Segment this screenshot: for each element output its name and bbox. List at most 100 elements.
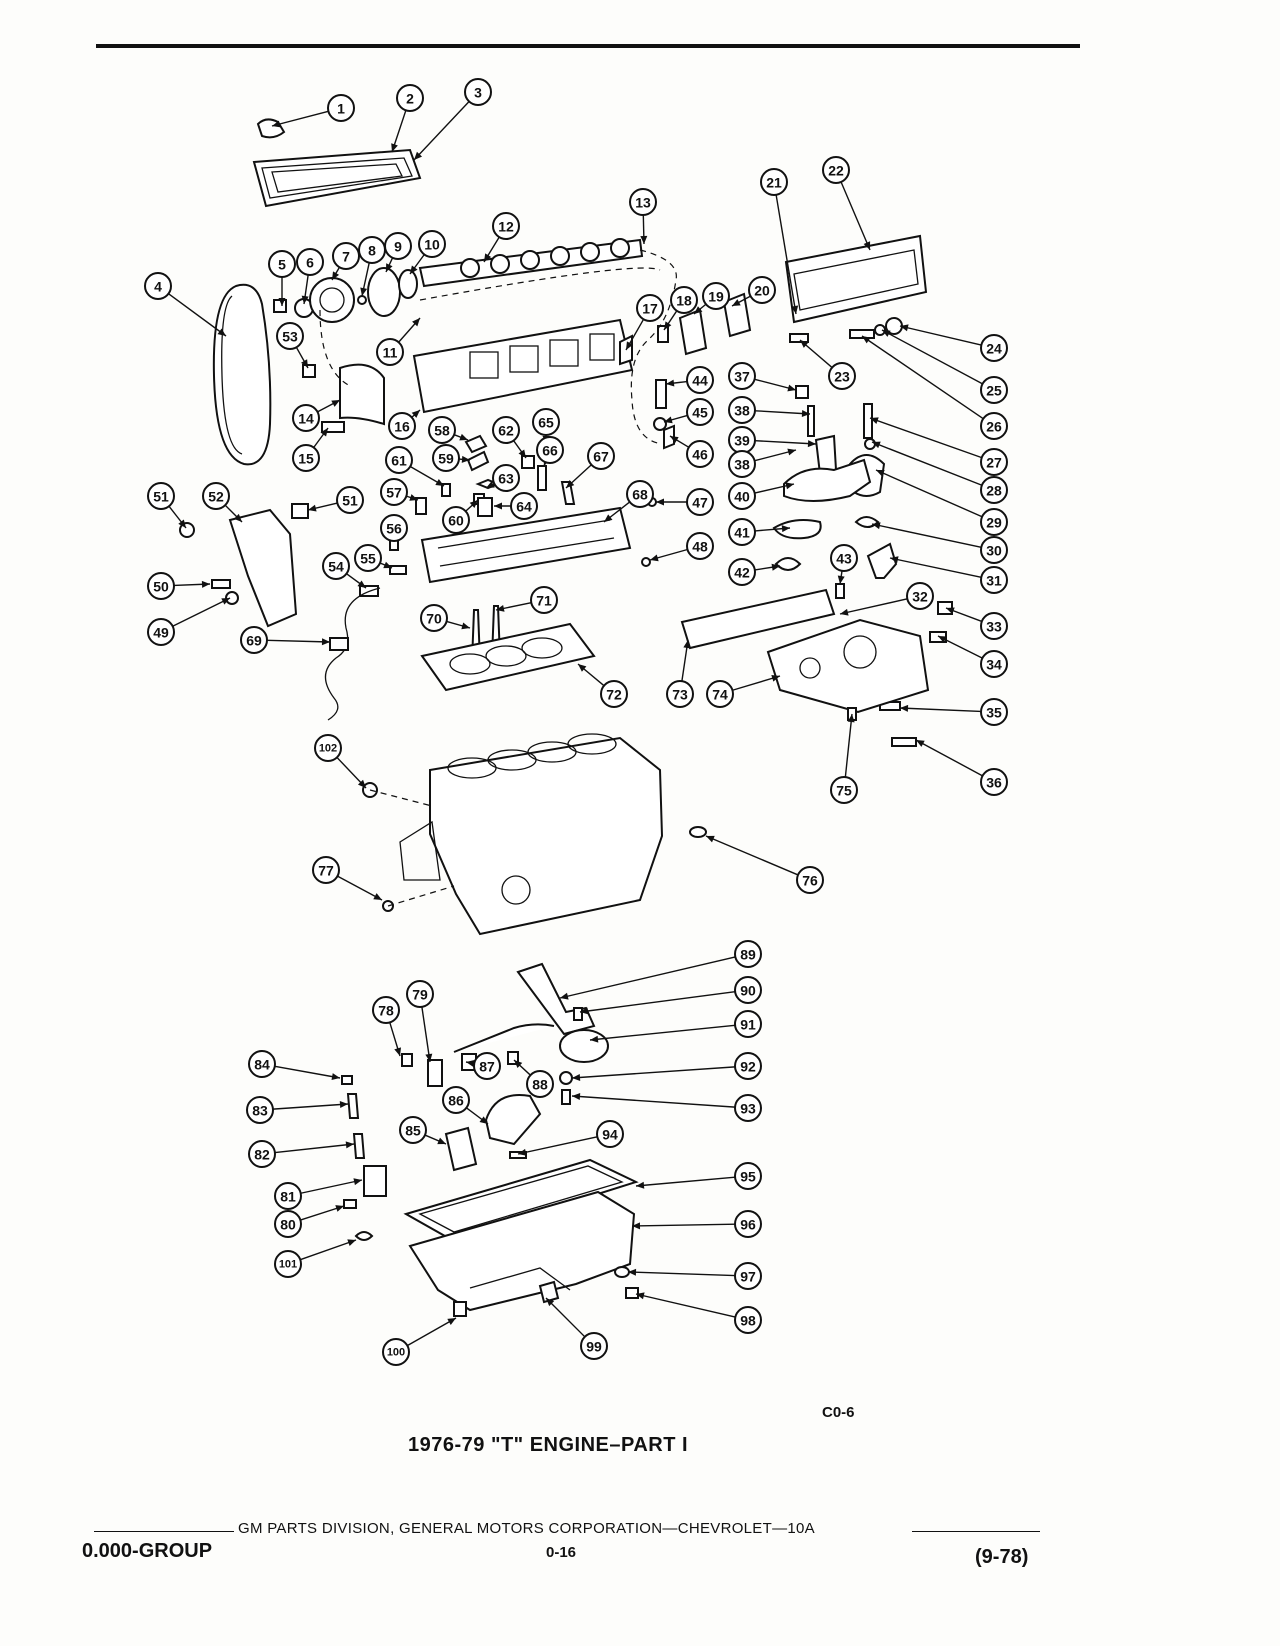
callout-circle: [536, 436, 564, 464]
callout-number: 38: [734, 457, 750, 473]
callout-number: 23: [834, 369, 850, 385]
part-valve-31: [866, 542, 898, 579]
callout-circle: [734, 1052, 762, 1080]
callout-circle: [822, 156, 850, 184]
leader-line-24: [899, 325, 982, 346]
part-stud-26: [849, 329, 875, 339]
callout-64: 64: [510, 492, 538, 520]
leader-arrow-46: [670, 436, 679, 444]
callout-number: 19: [708, 289, 724, 305]
callout-circle: [629, 188, 657, 216]
callout-number: 37: [734, 369, 750, 385]
callout-circle: [596, 1120, 624, 1148]
leader-arrow-82: [345, 1141, 354, 1149]
leader-arrow-49: [221, 598, 230, 605]
leader-arrow-9: [386, 263, 393, 272]
callout-circle: [830, 776, 858, 804]
callout-circle: [686, 398, 714, 426]
callout-circle: [626, 480, 654, 508]
leader-arrow-60: [469, 500, 478, 508]
callout-circle: [734, 976, 762, 1004]
leader-arrow-20: [732, 299, 741, 306]
callout-71: 71: [530, 586, 558, 614]
callout-101: 101: [274, 1250, 302, 1278]
leader-arrow-61: [435, 478, 444, 486]
callout-circle: [428, 416, 456, 444]
callout-circle: [380, 478, 408, 506]
callout-number: 13: [635, 195, 651, 211]
callout-83: 83: [246, 1096, 274, 1124]
leader-line-36: [915, 739, 983, 777]
callout-35: 35: [980, 698, 1008, 726]
part-bolt-38: [807, 405, 815, 437]
leader-arrow-52: [233, 513, 242, 522]
callout-circle: [372, 996, 400, 1024]
callout-circle: [510, 492, 538, 520]
leader-arrow-91: [590, 1035, 599, 1043]
leader-arrow-72: [578, 664, 587, 672]
figure-code: C0-6: [822, 1404, 855, 1421]
callout-21: 21: [760, 168, 788, 196]
part-washer-28: [864, 438, 876, 450]
callout-number: 5: [278, 257, 286, 273]
callout-circle: [796, 866, 824, 894]
leader-arrow-38: [787, 448, 796, 456]
callout-32: 32: [906, 582, 934, 610]
leader-arrow-21: [791, 305, 799, 314]
leader-arrow-24: [900, 324, 909, 332]
part-bolt-44: [655, 379, 667, 409]
callout-number: 17: [642, 301, 658, 317]
callout-circle: [322, 552, 350, 580]
callout-number: 86: [448, 1093, 464, 1109]
leader-arrow-15: [320, 428, 328, 437]
callout-number: 74: [712, 687, 728, 703]
part-bolt-90: [573, 1007, 583, 1021]
leader-arrow-95: [636, 1181, 645, 1189]
callout-69: 69: [240, 626, 268, 654]
callout-number: 79: [412, 987, 428, 1003]
callout-18: 18: [670, 286, 698, 314]
part-plug-55: [389, 565, 407, 575]
callout-60: 60: [442, 506, 470, 534]
callout-circle: [147, 482, 175, 510]
leader-line-94: [517, 1136, 598, 1155]
callout-circle: [276, 322, 304, 350]
leader-arrow-101: [347, 1239, 356, 1246]
part-camshaft: [418, 238, 644, 288]
callout-circle: [686, 366, 714, 394]
callout-circle: [376, 338, 404, 366]
footer-organization: GM PARTS DIVISION, GENERAL MOTORS CORPOR…: [238, 1520, 815, 1537]
callout-50: 50: [147, 572, 175, 600]
callout-number: 51: [342, 493, 358, 509]
callout-number: 55: [360, 551, 376, 567]
callout-38: 38: [728, 396, 756, 424]
leader-arrow-99: [546, 1298, 555, 1307]
callout-circle: [246, 1096, 274, 1124]
leader-arrow-27: [870, 417, 879, 424]
callout-number: 75: [836, 783, 852, 799]
callout-circle: [274, 1210, 302, 1238]
callout-circle: [327, 94, 355, 122]
callout-circle: [734, 1010, 762, 1038]
callout-19: 19: [702, 282, 730, 310]
callout-circle: [473, 1052, 501, 1080]
part-wiring-harness-69: [324, 587, 381, 721]
callout-28: 28: [980, 476, 1008, 504]
callout-number: 92: [740, 1059, 756, 1075]
callout-58: 58: [428, 416, 456, 444]
callout-number: 42: [734, 565, 750, 581]
callout-circle: [760, 168, 788, 196]
callout-7: 7: [332, 242, 360, 270]
part-engine-bracket-52: [228, 508, 298, 628]
callout-number: 80: [280, 1217, 296, 1233]
leader-arrow-50: [201, 580, 210, 588]
leader-line-89: [559, 956, 736, 999]
part-intake-manifold-74: [766, 618, 930, 714]
callout-number: 6: [306, 255, 314, 271]
callout-number: 30: [986, 543, 1002, 559]
part-adjuster-66: [537, 465, 547, 491]
leader-arrow-48: [650, 554, 659, 562]
callout-number: 32: [912, 589, 928, 605]
part-cam-housing: [412, 318, 634, 414]
callout-76: 76: [796, 866, 824, 894]
